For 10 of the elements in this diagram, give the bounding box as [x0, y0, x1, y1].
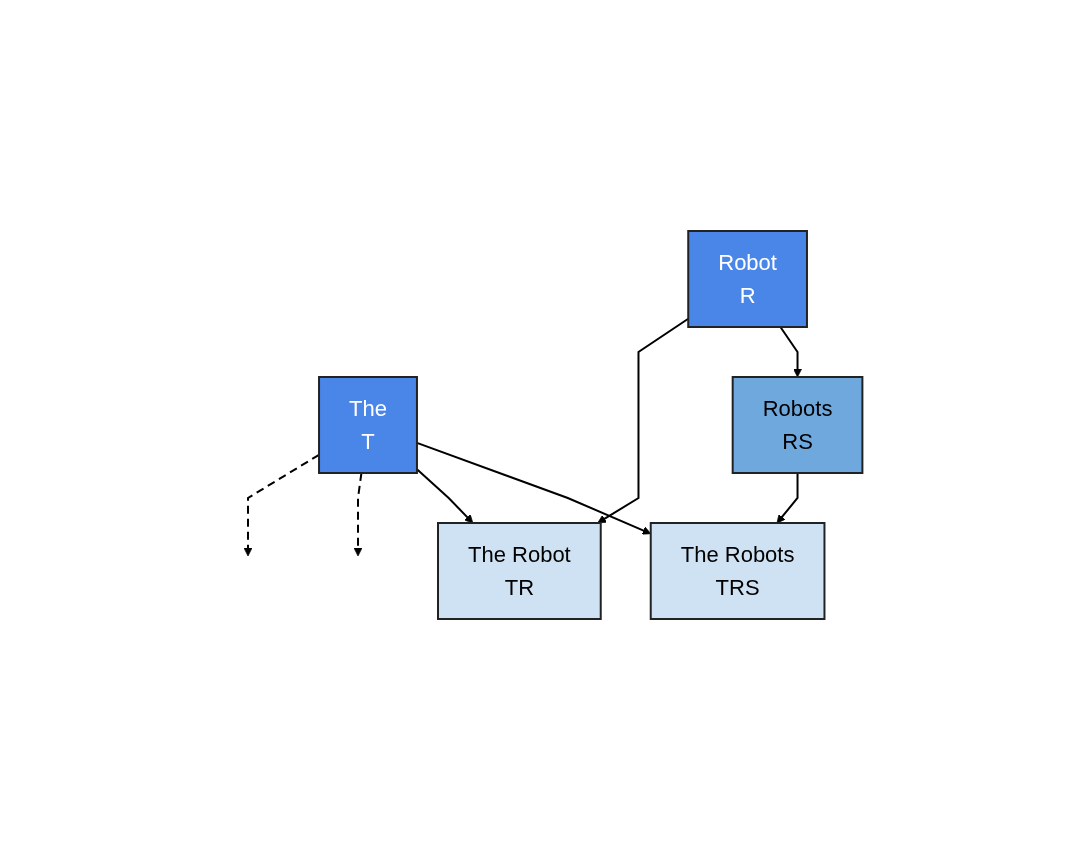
arrow — [776, 472, 799, 524]
node-box: Robots RS — [731, 376, 864, 474]
arrow — [353, 472, 363, 557]
arrow — [415, 441, 651, 535]
arrow — [415, 468, 474, 524]
node-box: The T — [317, 376, 418, 474]
node-box: Robot R — [687, 230, 808, 328]
arrow — [779, 326, 802, 378]
node-box: The Robot TR — [436, 522, 602, 620]
node-box: The Robots TRS — [649, 522, 826, 620]
